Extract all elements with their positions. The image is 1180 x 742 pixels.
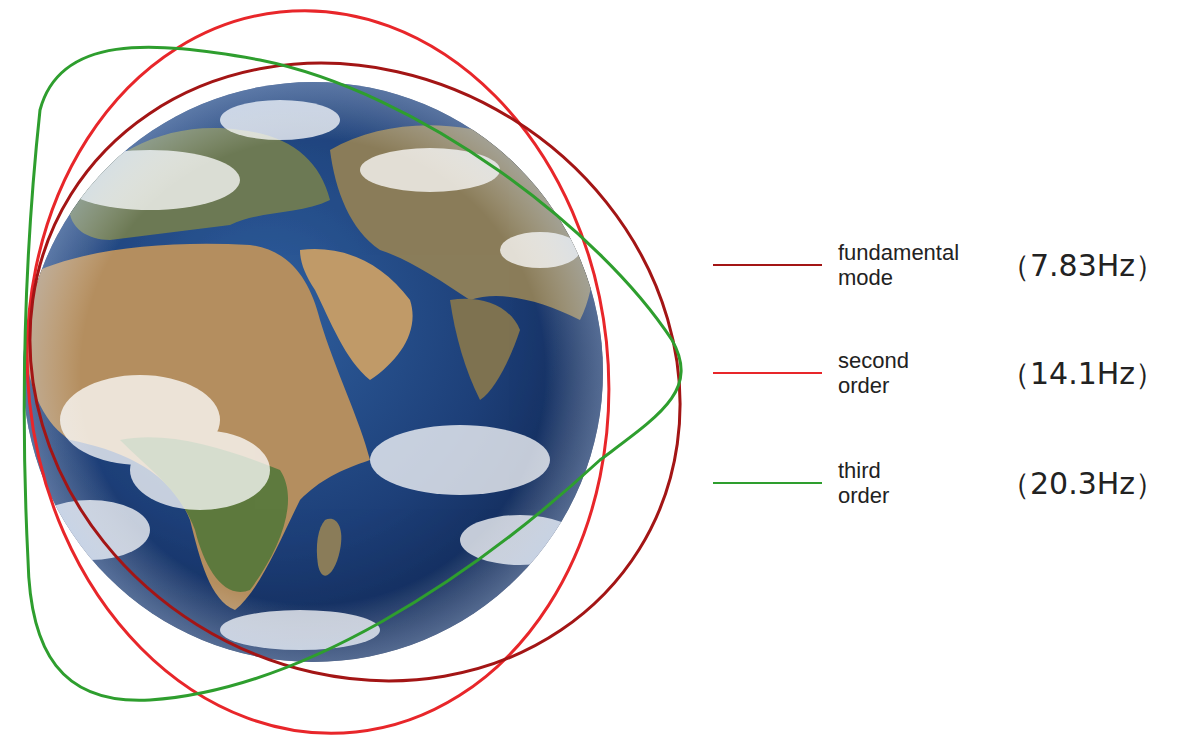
earth-surface — [20, 82, 603, 662]
frequency-label: （7.83Hz） — [1000, 249, 1165, 282]
legend-label: second order — [838, 348, 909, 399]
legend-line — [713, 482, 822, 484]
earth-globe — [23, 82, 603, 662]
third-order-curve — [24, 47, 681, 700]
frequency-label: （14.1Hz） — [1000, 357, 1165, 390]
second-order-curve — [0, 0, 644, 742]
frequency-label: （20.3Hz） — [1000, 467, 1165, 500]
legend-label: fundamental mode — [838, 240, 959, 291]
legend-label: third order — [838, 458, 889, 509]
legend-line — [713, 372, 822, 374]
fundamental-mode-curve — [0, 0, 797, 742]
legend-line — [713, 264, 822, 266]
